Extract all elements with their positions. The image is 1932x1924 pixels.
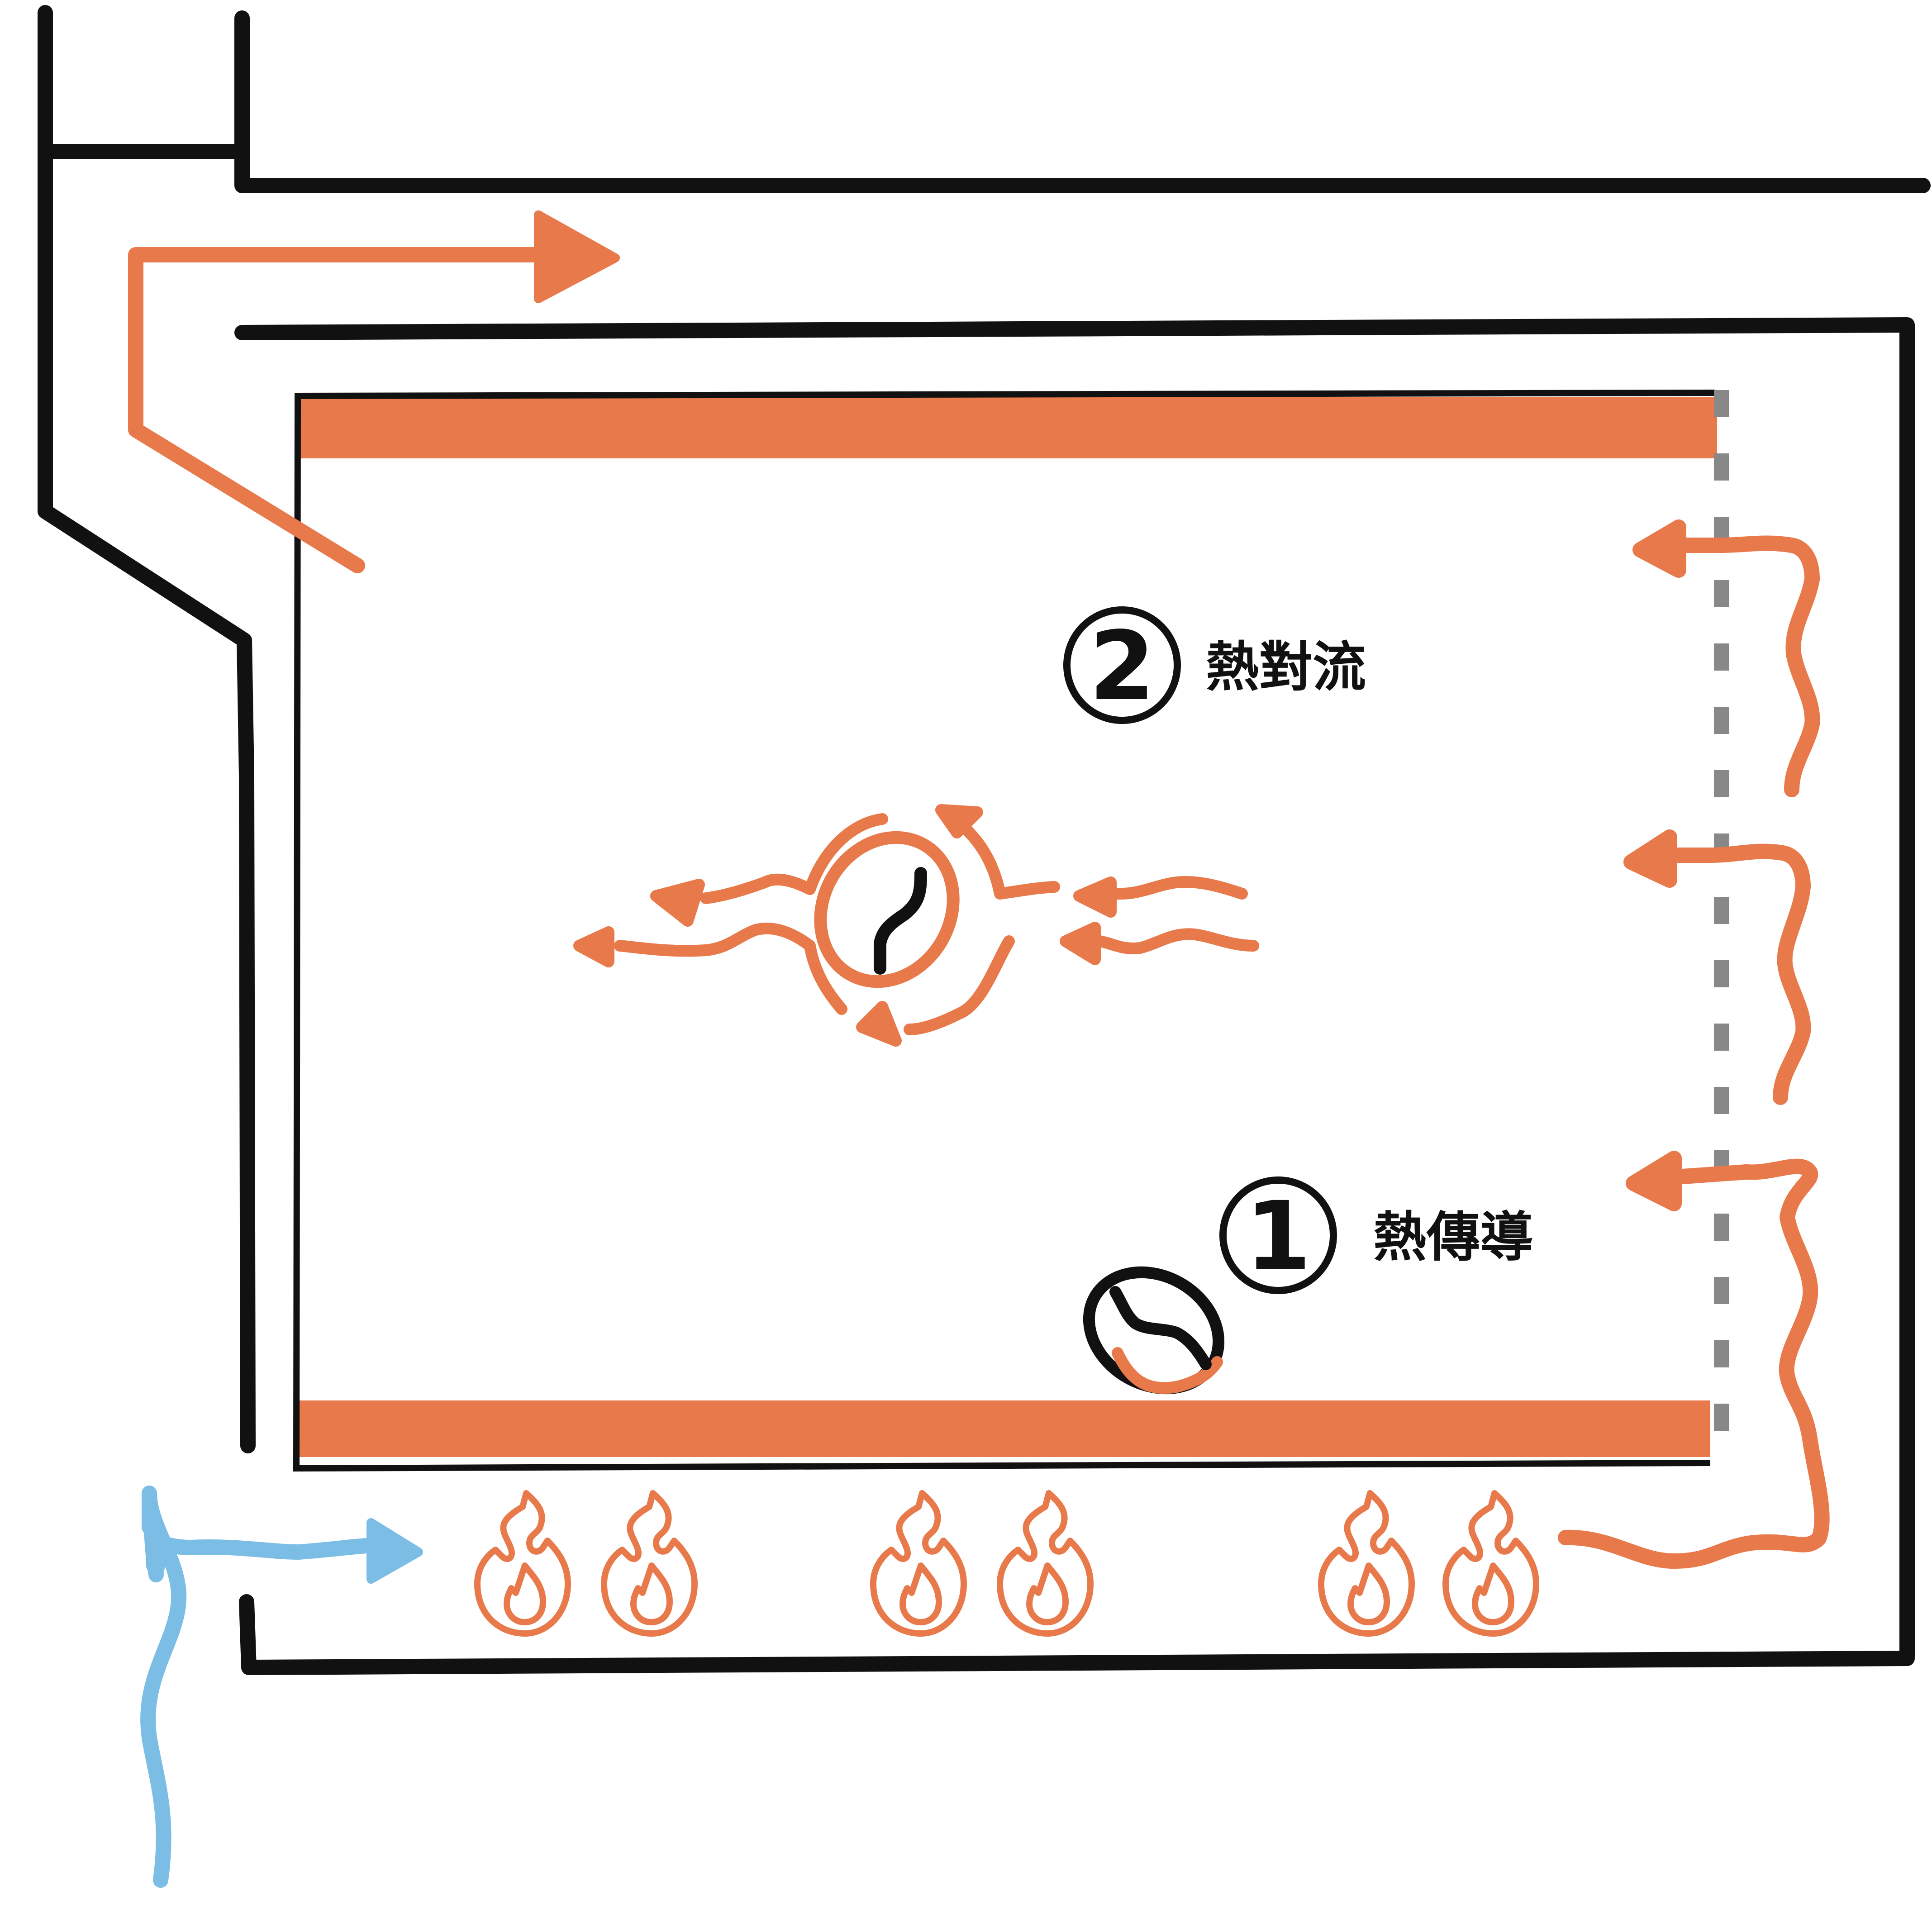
conduction-bean-group [1083,1266,1225,1395]
convection-inflow-lower [1094,928,1259,954]
coffee-bean-icon [1083,1266,1225,1395]
hot-air-bottom-flow [1558,1158,1830,1569]
drum-bottom-heated-band [299,1400,1710,1457]
exhaust-inner-wall [234,317,1915,1664]
convection-outflow-top-left-arrowhead [650,879,705,927]
exhaust-hot-air-flow [128,210,620,573]
convection-outflow-top-left [700,813,888,904]
flame-icon [997,1490,1094,1637]
front-lower-wall [239,771,256,1453]
convection-bean-group [573,804,1259,1047]
hot-air-middle-flow [1666,843,1811,1105]
conduction-number: 1 [1245,1181,1311,1292]
convection-inflow-top-right-arrowhead [935,804,983,838]
chimney-left-wall [38,5,254,784]
convection-inflow-upper [1098,876,1248,900]
flame-icon [1442,1490,1539,1637]
roaster-housing [38,5,1931,1675]
exhaust-arrowhead [534,210,620,303]
hot-air-inlet-arrowhead-top [1632,519,1686,578]
conduction-number-circle [1219,1176,1337,1294]
burner-flames [474,1490,1539,1637]
hot-air-inlet-arrowhead-middle [1623,829,1677,888]
label-convection: 2 熱對流 [1063,606,1366,724]
flame-icon [601,1490,698,1637]
convection-number-circle [1063,606,1181,724]
flame-icon [870,1490,967,1637]
drum-outline [293,390,1715,1472]
exhaust-flow-line [128,247,560,573]
convection-inflow-lower-arrowhead [1060,922,1101,965]
hot-air-upper-flow [1675,535,1820,797]
cold-air-arrowhead [366,1518,423,1584]
flame-icon [1318,1490,1415,1637]
convection-outflow-bottom-left-arrowhead [573,926,614,967]
bottom-wall [239,1594,1915,1675]
convection-number: 2 [1089,611,1155,722]
drum-top-heated-band [299,397,1717,458]
roasting-drum [293,390,1729,1472]
cold-air-upper [146,1536,383,1582]
convection-inflow-bottom-right [904,935,1015,1035]
convection-label: 熱對流 [1206,636,1366,698]
hot-air-inlet-arrowhead-bottom [1626,1151,1682,1211]
label-conduction: 1 熱傳導 [1219,1176,1533,1294]
convection-inflow-upper-arrowhead [1073,876,1117,918]
coffee-bean-icon [814,831,960,988]
convection-inflow-bottom-right-arrowhead [856,1001,902,1047]
convection-inflow-top-right [949,813,1060,900]
chimney-right-wall [234,10,1931,193]
cold-air-intake [140,1486,423,1888]
flame-icon [474,1490,571,1637]
convection-outflow-bottom-left [614,923,847,1015]
hot-air-circulation [1558,519,1830,1569]
conduction-label: 熱傳導 [1373,1206,1533,1268]
